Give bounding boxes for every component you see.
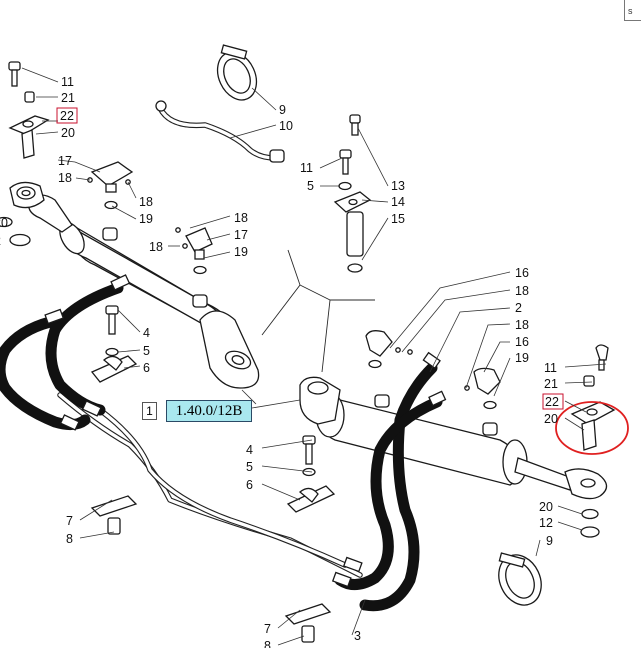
bracket-22-left xyxy=(8,115,50,159)
callout-20-left: 20 xyxy=(61,126,75,140)
callout-11-left: 11 xyxy=(61,75,74,89)
callout-labels: 11 21 22 20 17 18 18 19 20 2 9 10 11 5 1… xyxy=(0,75,559,648)
highlight-circle xyxy=(555,401,629,455)
callout-3: 3 xyxy=(354,629,361,643)
callout-16-top: 16 xyxy=(515,266,529,280)
callout-18-middle-left: 18 xyxy=(149,240,163,254)
callout-7-right: 7 xyxy=(264,622,271,636)
hose-fittings xyxy=(44,274,447,588)
callout-8-right: 8 xyxy=(264,639,271,648)
callout-19-right: 19 xyxy=(515,351,529,365)
bolt-11-middle xyxy=(338,149,352,191)
tee-fitting-17-top xyxy=(87,161,134,210)
callout-11-right: 11 xyxy=(544,361,557,375)
callout-5-middle: 5 xyxy=(307,179,314,193)
callout-20-right: 20 xyxy=(544,412,558,426)
hose-clamp-9-top xyxy=(216,44,258,101)
callout-8-left: 8 xyxy=(66,532,73,546)
bracket-14 xyxy=(333,191,372,213)
redbox-22-left xyxy=(56,107,78,124)
callout-9-bottom: 9 xyxy=(546,534,553,548)
callout-11-middle: 11 xyxy=(300,161,313,175)
callout-20-bottom: 20 xyxy=(539,500,553,514)
callout-4-lower: 4 xyxy=(246,443,253,457)
small-pipe-10 xyxy=(155,100,285,163)
callout-18-right-1: 18 xyxy=(515,284,529,298)
clip-6-upper xyxy=(90,355,138,383)
sheet-corner-mark: s xyxy=(624,0,641,21)
callout-6-lower: 6 xyxy=(246,478,253,492)
left-steering-cylinder xyxy=(9,181,260,389)
callout-18-right-2: 18 xyxy=(515,318,529,332)
callout-14: 14 xyxy=(391,195,405,209)
callout-5-upper: 5 xyxy=(143,344,150,358)
nipple-21-right xyxy=(583,375,595,387)
callout-4-upper: 4 xyxy=(143,326,150,340)
pin-15 xyxy=(346,211,364,273)
bolt-11-right xyxy=(595,344,609,371)
bolt-11-left xyxy=(8,61,21,87)
reference-number-box: 1 xyxy=(142,402,157,420)
callout-22-left: 22 xyxy=(60,109,74,123)
callout-17-top: 17 xyxy=(58,154,72,168)
callout-13: 13 xyxy=(391,179,405,193)
bolt-4-lower xyxy=(302,435,316,477)
callout-22-right: 22 xyxy=(545,395,559,409)
callout-21-left: 21 xyxy=(61,91,75,105)
callout-19-middle: 19 xyxy=(234,245,248,259)
tee-fitting-17-middle xyxy=(175,227,213,275)
bolt-4-upper xyxy=(105,305,119,357)
callout-18-top-right: 18 xyxy=(139,195,153,209)
callout-19-top: 19 xyxy=(139,212,153,226)
reference-link-1-40-0-12b[interactable]: 1.40.0/12B xyxy=(166,400,252,422)
washer-20-right xyxy=(580,508,600,538)
hose-left-inner xyxy=(45,282,124,416)
callout-9-top: 9 xyxy=(279,103,286,117)
callout-18-middle-right: 18 xyxy=(234,211,248,225)
right-steering-cylinder xyxy=(299,376,608,500)
nipple-21-left xyxy=(24,91,35,103)
elbow-fitting-19 xyxy=(464,367,501,410)
callout-2-edge: 2 xyxy=(0,234,1,248)
callout-7-left: 7 xyxy=(66,514,73,528)
clip-6-lower xyxy=(286,485,336,513)
callout-17-middle: 17 xyxy=(234,228,248,242)
bracket-22-right xyxy=(570,401,616,451)
elbow-fitting-16 xyxy=(365,330,413,369)
pad-7-left xyxy=(90,495,138,535)
leader-lines xyxy=(21,67,607,646)
steel-tube-right xyxy=(97,407,348,568)
callout-16-bottom: 16 xyxy=(515,335,529,349)
callout-6-upper: 6 xyxy=(143,361,150,375)
hose-right-outer xyxy=(359,362,438,612)
callout-5-lower: 5 xyxy=(246,460,253,474)
callout-10: 10 xyxy=(279,119,293,133)
pad-7-right xyxy=(284,603,332,643)
callout-21-right: 21 xyxy=(544,377,558,391)
callout-18-top-left: 18 xyxy=(58,171,72,185)
grease-nipple-13 xyxy=(349,114,361,136)
callout-20-edge: 20 xyxy=(0,216,8,230)
hose-right-inner xyxy=(334,396,443,590)
hose-left-outer xyxy=(0,316,91,431)
callout-15: 15 xyxy=(391,212,405,226)
redbox-22-right xyxy=(542,393,564,410)
callout-2-right: 2 xyxy=(515,301,522,315)
assembly-arrows xyxy=(261,249,375,373)
hose-clamp-9-bottom xyxy=(498,552,542,606)
callout-12: 12 xyxy=(539,516,553,530)
washer-left-edge xyxy=(0,216,31,247)
